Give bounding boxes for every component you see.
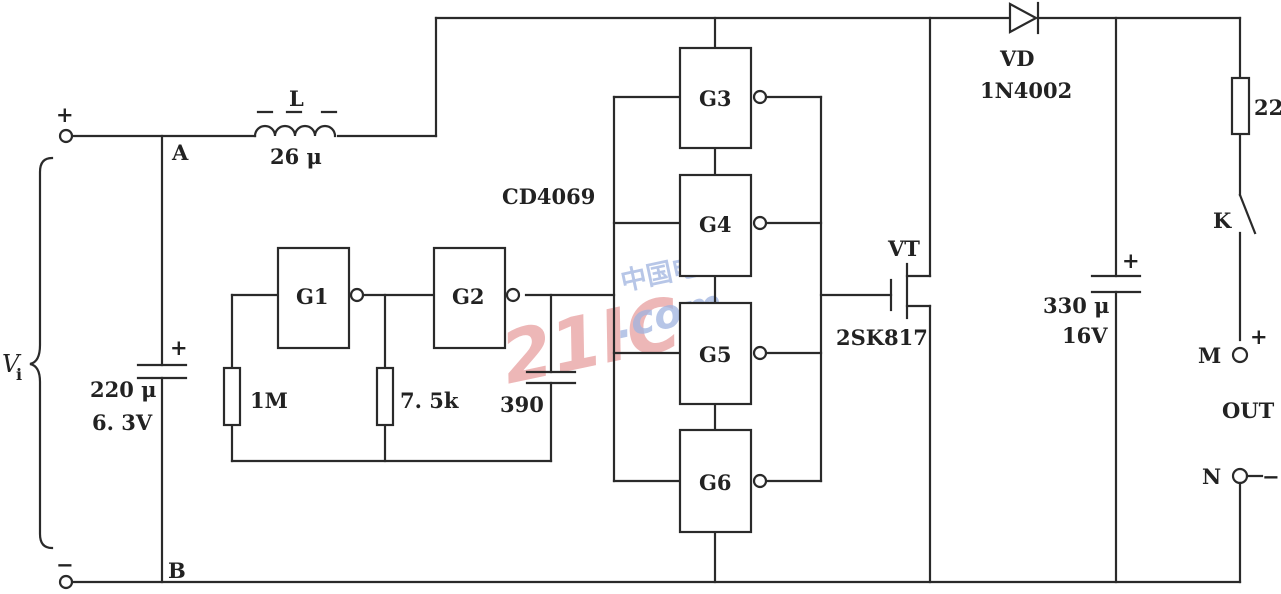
input-minus-label: − xyxy=(56,552,74,577)
gate-g5-label: G5 xyxy=(699,342,732,367)
output-m-terminal xyxy=(1231,346,1249,364)
output-cap-value: 330 μ xyxy=(1043,293,1110,318)
input-plus-terminal xyxy=(58,128,74,144)
output-label: OUT xyxy=(1222,398,1275,423)
input-capacitor: + 220 μ 6. 3V xyxy=(90,335,188,435)
resistor-7k5: 7. 5k xyxy=(375,366,459,427)
gate-g2-label: G2 xyxy=(452,284,485,309)
output-m-plus: + xyxy=(1250,324,1268,349)
mosfet-name: VT xyxy=(887,236,920,261)
diode-name: VD xyxy=(999,46,1035,71)
switch-k: K xyxy=(1213,193,1257,235)
output-terminals: M + OUT N − xyxy=(1198,324,1280,584)
gate-g6-label: G6 xyxy=(699,470,732,495)
ic-name: CD4069 xyxy=(502,184,595,209)
resistor-7k5-label: 7. 5k xyxy=(400,388,459,413)
input-cap-value: 220 μ xyxy=(90,377,157,402)
input-plus-label: + xyxy=(56,102,74,127)
gate-g3: G3 xyxy=(678,46,768,150)
inductor-coil xyxy=(253,124,337,138)
input-cap-voltage: 6. 3V xyxy=(92,410,153,435)
load-resistor: 22 xyxy=(1230,76,1281,136)
timing-cap-label: 390 xyxy=(500,392,544,417)
vi-subscript: i xyxy=(16,365,22,384)
input-terminals: + − A B V i xyxy=(2,102,189,590)
gate-g1: G1 xyxy=(276,246,365,350)
mosfet-vt: VT 2SK817 xyxy=(836,236,928,350)
inductor-l: L 26 μ xyxy=(253,86,338,169)
output-cap-plus: + xyxy=(1122,248,1140,273)
input-cap-plus: + xyxy=(170,335,188,360)
node-b-label: B xyxy=(168,558,186,583)
switch-label: K xyxy=(1213,208,1232,233)
vi-label: V xyxy=(2,350,22,378)
output-m-label: M xyxy=(1198,343,1221,368)
load-resistor-label: 22 xyxy=(1254,95,1281,120)
vi-brace xyxy=(29,156,54,550)
gate-g1-label: G1 xyxy=(296,284,329,309)
inductor-value: 26 μ xyxy=(270,144,322,169)
gate-g4: G4 xyxy=(678,173,768,278)
output-n-minus: − xyxy=(1262,464,1280,489)
inductor-name: L xyxy=(289,86,304,111)
gate-g6: G6 xyxy=(678,428,768,534)
gate-g3-label: G3 xyxy=(699,86,732,111)
output-capacitor: + 330 μ 16V xyxy=(1043,248,1142,348)
diode-vd: VD 1N4002 xyxy=(980,1,1072,103)
wires xyxy=(68,16,1242,584)
gate-g4-label: G4 xyxy=(699,212,732,237)
node-a-label: A xyxy=(171,140,189,165)
timing-capacitor: 390 xyxy=(500,370,577,417)
gate-g5: G5 xyxy=(678,301,768,406)
output-n-label: N xyxy=(1202,464,1221,489)
mosfet-part: 2SK817 xyxy=(836,325,928,350)
input-minus-terminal xyxy=(58,574,74,590)
resistor-1m: 1M xyxy=(222,366,288,427)
gate-g2: G2 xyxy=(432,246,521,350)
output-n-terminal xyxy=(1231,467,1249,485)
resistor-1m-label: 1M xyxy=(250,388,288,413)
diode-part: 1N4002 xyxy=(980,78,1072,103)
output-cap-voltage: 16V xyxy=(1062,323,1108,348)
